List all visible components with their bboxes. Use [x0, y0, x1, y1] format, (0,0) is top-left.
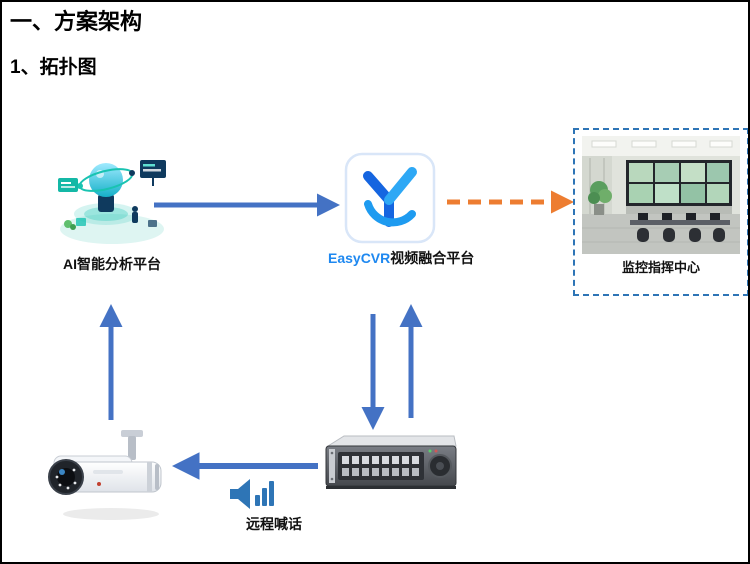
node-monitor-center: 监控指挥中心: [573, 128, 748, 296]
easycvr-label-zh: 视频融合平台: [390, 250, 475, 266]
control-room-photo: [582, 136, 740, 254]
monitor-center-label: 监控指挥中心: [621, 260, 700, 275]
nvr-recorder-photo: [325, 435, 457, 489]
node-ai-platform: AI智能分析平台: [42, 132, 182, 274]
doc-subtitle: 1、拓扑图: [10, 57, 97, 78]
speaker-volume-icon: [230, 479, 274, 509]
easycvr-label-en: EasyCVR: [328, 250, 391, 266]
speaker-label: 远程喊话: [246, 516, 302, 532]
node-easycvr: EasyCVR视频融合平台: [328, 152, 474, 268]
bullet-camera-photo: [48, 430, 162, 520]
easycvr-logo-icon: [344, 152, 436, 244]
ai-platform-label: AI智能分析平台: [63, 256, 161, 272]
doc-title: 一、方案架构: [10, 9, 143, 34]
node-camera: [47, 426, 179, 522]
easycvr-label: EasyCVR视频融合平台: [328, 248, 474, 268]
node-nvr: [318, 432, 458, 494]
ai-platform-illustration-icon: [58, 160, 166, 244]
